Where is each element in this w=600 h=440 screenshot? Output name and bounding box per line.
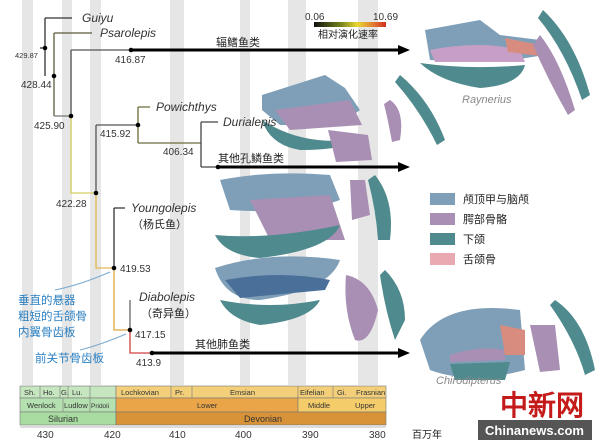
period-label: Silurian	[48, 414, 78, 424]
legend-swatch	[430, 253, 455, 265]
node-age: 415.92	[100, 129, 131, 140]
legend-swatch	[430, 193, 455, 205]
legend-label: 舌颌骨	[463, 252, 496, 266]
taxon-powichthys: Powichthys	[156, 100, 217, 114]
time-tick: 420	[104, 430, 121, 440]
stage-label: Lu.	[72, 388, 82, 397]
epoch-label: Lower	[197, 401, 218, 410]
taxon-youngolepis: Youngolepis	[131, 201, 196, 215]
time-tick: 430	[37, 430, 54, 440]
stage-label: Emsian	[230, 388, 255, 397]
rate-gradient-bar	[314, 22, 386, 27]
legend: 颅顶甲与脑颅 腭部骨骼 下颌 舌颌骨	[430, 193, 529, 266]
node-age: 417.15	[135, 330, 166, 341]
node-age: 413.9	[136, 358, 161, 369]
node-age: 429.87	[15, 51, 38, 60]
taxon-chirodipterus: Chirodipterus	[436, 375, 502, 387]
time-unit: 百万年	[412, 428, 442, 440]
rate-min: 0.06	[305, 12, 325, 23]
epoch-label: Middle	[308, 401, 330, 410]
period-label: Devonian	[244, 414, 282, 424]
stage-label: Sh.	[24, 388, 35, 397]
clade-other-lungfish: 其他肺鱼类	[195, 337, 250, 351]
trait-annotation: 前关节骨齿板	[35, 351, 104, 365]
legend-label: 颅顶甲与脑颅	[463, 193, 529, 206]
annotation-pointer	[79, 333, 127, 351]
legend-swatch	[430, 213, 455, 225]
stage-label: Ho.	[43, 388, 55, 397]
clade-other-porolepiforms: 其他孔鳞鱼类	[218, 151, 284, 165]
stage-label: Pr.	[175, 388, 184, 397]
epoch-label: Pridoli	[91, 403, 109, 410]
trait-annotation: 内翼骨齿板	[18, 325, 76, 339]
legend-label: 下颌	[463, 232, 485, 246]
node-age: 416.87	[115, 55, 146, 66]
stage-label: Lochkovian	[121, 388, 159, 397]
taxon-youngolepis-cn: （杨氏鱼）	[132, 217, 187, 231]
time-tick: 400	[235, 430, 252, 440]
node-age: 419.53	[120, 264, 151, 275]
epoch-label: Wenlock	[27, 401, 56, 410]
node-age: 428.44	[21, 80, 52, 91]
time-tick: 410	[169, 430, 186, 440]
node-ages: 429.87 428.44 425.90 416.87 422.28 415.9…	[15, 51, 194, 369]
taxon-psarolepis: Psarolepis	[100, 26, 156, 40]
taxon-durialepis: Durialepis	[223, 115, 276, 129]
node-age: 406.34	[163, 147, 194, 158]
time-tick: 380	[369, 430, 386, 440]
rate-scale: 0.06 10.69 相对演化速率	[305, 12, 398, 41]
watermark-logo-cn: 中新网	[500, 389, 584, 422]
legend-label: 腭部骨骼	[463, 212, 507, 226]
stage-label: G.	[61, 388, 69, 397]
stage-label: Eifelian	[300, 388, 325, 397]
epoch-label: Ludlow	[64, 401, 88, 410]
taxon-diabolepis: Diabolepis	[139, 290, 195, 304]
watermark-logo-en: Chinanews.com	[485, 423, 584, 438]
taxon-raynerius: Raynerius	[462, 94, 512, 106]
geologic-timescale	[19, 385, 387, 428]
trait-annotation: 粗短的舌颌骨	[18, 309, 87, 323]
taxon-guiyu: Guiyu	[82, 11, 114, 25]
legend-swatch	[430, 233, 455, 245]
stage-label: Gi.	[337, 388, 347, 397]
watermark-banner	[478, 420, 592, 440]
phylogenetic-tree	[40, 17, 410, 358]
node-age: 422.28	[56, 199, 87, 210]
fish-renders	[215, 10, 595, 380]
stage-label: Frasnian	[356, 388, 385, 397]
time-tick: 390	[302, 430, 319, 440]
rate-max: 10.69	[373, 12, 398, 23]
taxon-diabolepis-cn: （奇异鱼）	[141, 306, 196, 320]
rate-label: 相对演化速率	[318, 28, 378, 41]
trait-annotation: 垂直的悬器	[18, 293, 76, 307]
annotation-pointer	[54, 271, 111, 291]
epoch-label: Upper	[355, 401, 376, 410]
node-age: 425.90	[34, 121, 65, 132]
clade-actinopterygii: 辐鳍鱼类	[216, 35, 260, 49]
